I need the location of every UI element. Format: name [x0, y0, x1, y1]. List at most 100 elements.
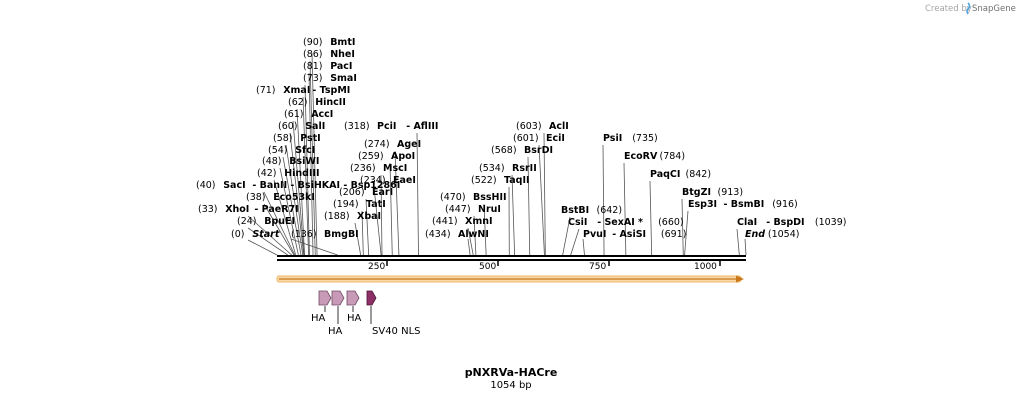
- cut-site-leader: [582, 238, 585, 256]
- cut-site-name: NruI: [478, 204, 501, 215]
- cut-site-position: (470): [440, 192, 466, 203]
- cut-site-leader: [681, 198, 684, 256]
- created-by-text: Created by: [925, 4, 972, 14]
- cut-site-name: MscI: [383, 163, 407, 174]
- feature-label: HA: [311, 313, 326, 324]
- feature-sv40-nls[interactable]: SV40 NLS: [366, 290, 421, 337]
- cut-site-name: PsiI: [603, 133, 622, 144]
- feature-ha-3[interactable]: HA: [346, 290, 362, 324]
- axis-tick-label: 500: [479, 262, 496, 272]
- sequence-backbone: [277, 255, 746, 261]
- cut-site-leader: [649, 180, 653, 256]
- cut-site-name: Eco53kI: [273, 192, 315, 203]
- cut-site-position: (24): [237, 216, 257, 227]
- snapgene-logo: SnapGene: [966, 2, 1016, 15]
- cut-site-name: AccI: [311, 109, 333, 120]
- cut-site-leader-lines: [247, 52, 747, 256]
- cut-site-position: (136): [291, 229, 317, 240]
- cut-site-leader: [380, 174, 383, 256]
- cut-site-position: (0): [231, 229, 244, 240]
- cut-site-name: PaqCI: [650, 169, 680, 180]
- cut-site-name: BmtI: [330, 37, 355, 48]
- feature-ha-2[interactable]: HA: [328, 290, 345, 337]
- cut-site-leader: [365, 198, 370, 256]
- cut-site-name: TaqII: [504, 175, 530, 186]
- cut-site-position: (54): [268, 145, 288, 156]
- feature-arrow-icon: [318, 290, 332, 306]
- cut-site-leader: [308, 72, 314, 256]
- cut-site-leader: [289, 132, 305, 256]
- cut-site-name: AlwNI: [458, 229, 489, 240]
- cut-site-labels: (90)BmtI(86)NheI(81)PacI(73)SmaI(71)XmaI…: [196, 37, 846, 240]
- cut-site-position: (274): [364, 139, 390, 150]
- cut-site-position: (660): [658, 217, 684, 228]
- cut-site-name: End: [745, 229, 765, 240]
- cut-site-name: SfcI: [295, 145, 315, 156]
- cut-site-position: (236): [350, 163, 376, 174]
- cut-site-name: EcoRV: [624, 151, 658, 162]
- cut-site-name: PvuI: [583, 229, 606, 240]
- cut-site-position: (916): [772, 199, 798, 210]
- cut-site-name: SalI: [305, 121, 325, 132]
- cut-site-position: (784): [660, 151, 686, 162]
- cut-site-isoschizomers: - BspDI: [766, 217, 804, 228]
- cut-site-leader: [543, 132, 546, 256]
- cut-site-leader: [285, 144, 304, 256]
- axis-tick-label: 750: [589, 262, 606, 272]
- cut-site-name: BssHII: [473, 192, 507, 203]
- cut-site-leader: [263, 191, 296, 256]
- cut-site-leader: [684, 210, 689, 256]
- cut-site-leader: [736, 228, 740, 256]
- cut-site-name: XbaI: [357, 211, 381, 222]
- cut-site-isoschizomers: - SexAI *: [597, 217, 643, 228]
- cut-site-position: (86): [303, 49, 323, 60]
- cut-site-name: Start: [252, 229, 279, 240]
- cut-site-position: (1039): [815, 217, 847, 228]
- cut-site-leader: [538, 144, 545, 256]
- cut-site-name: PacI: [330, 61, 352, 72]
- cut-site-position: (188): [324, 211, 350, 222]
- cut-site-leader: [467, 238, 471, 256]
- cut-site-name: XmaI: [283, 85, 310, 96]
- cut-site-position: (441): [432, 216, 458, 227]
- cut-site-position: (58): [273, 133, 293, 144]
- cut-site-name: BpuEI: [264, 216, 295, 227]
- cut-site-position: (61): [284, 109, 304, 120]
- axis-ticks: 250 500 750 1000: [368, 261, 721, 272]
- orf-arrow[interactable]: [276, 275, 744, 283]
- cut-site-name: EarI: [372, 187, 393, 198]
- cut-site-leader: [304, 84, 310, 256]
- cut-site-name: BsiWI: [289, 156, 319, 167]
- cut-site-position: (735): [632, 133, 658, 144]
- cut-site-leader: [247, 227, 288, 256]
- feature-arrow-icon: [366, 290, 377, 306]
- cut-site-name: HindIII: [284, 168, 319, 179]
- cut-site-name: Esp3I: [688, 199, 717, 210]
- cut-site-name: HincII: [315, 97, 346, 108]
- cut-site-name: SacI: [223, 180, 245, 191]
- cut-site-position: (691): [661, 229, 687, 240]
- feature-label: HA: [347, 313, 362, 324]
- cut-site-name: EaeI: [393, 175, 416, 186]
- cut-site-name: BtgZI: [682, 187, 711, 198]
- cut-site-leader: [247, 239, 278, 256]
- snapgene-brand-text: SnapGene: [972, 4, 1016, 14]
- cut-site-leader: [290, 238, 338, 256]
- cut-site-position: (1054): [768, 229, 800, 240]
- feature-ha-1[interactable]: HA: [311, 290, 332, 324]
- cut-site-name: PstI: [300, 133, 321, 144]
- cut-site-position: (71): [256, 85, 276, 96]
- cut-site-name: RsrII: [512, 163, 537, 174]
- cut-site-leader: [473, 215, 477, 256]
- cut-site-leader: [302, 96, 309, 256]
- cut-site-leader: [292, 120, 305, 256]
- cut-site-isoschizomers: - BsmBI: [724, 199, 765, 210]
- cut-site-position: (60): [278, 121, 298, 132]
- cut-site-leader: [394, 150, 400, 256]
- cut-site-position: (194): [333, 199, 359, 210]
- cut-site-name: CsiI: [568, 217, 587, 228]
- cut-site-position: (81): [303, 61, 323, 72]
- cut-site-position: (40): [196, 180, 216, 191]
- cut-site-leader: [483, 203, 487, 256]
